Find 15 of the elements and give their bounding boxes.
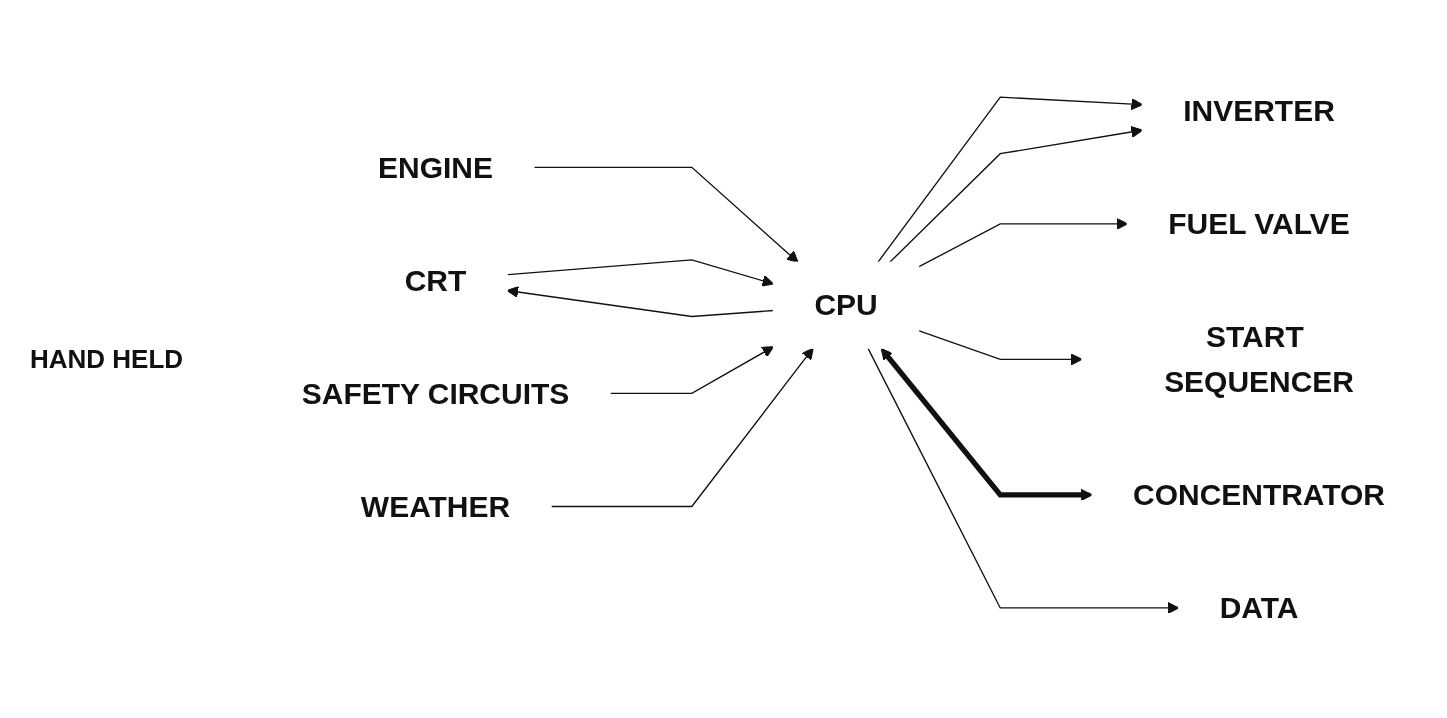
node-text: ENGINE (378, 149, 493, 184)
node-text: FUEL VALVE (1168, 206, 1350, 241)
node-text: SAFETY CIRCUITS (301, 376, 570, 411)
node-text: CONCENTRATOR (1133, 477, 1386, 512)
label-text: HAND HELD (30, 343, 185, 375)
node-text: DATA (1219, 590, 1299, 625)
arrow (877, 96, 1143, 263)
node-text: INVERTER (1183, 93, 1335, 128)
arrow (880, 347, 1093, 501)
arrow (533, 166, 799, 263)
node-text: CPU (814, 287, 878, 322)
node-text: CRT (404, 262, 467, 298)
node-text: WEATHER (360, 489, 511, 524)
arrow (889, 125, 1143, 263)
node-text: START SEQUENCER (1164, 319, 1354, 399)
